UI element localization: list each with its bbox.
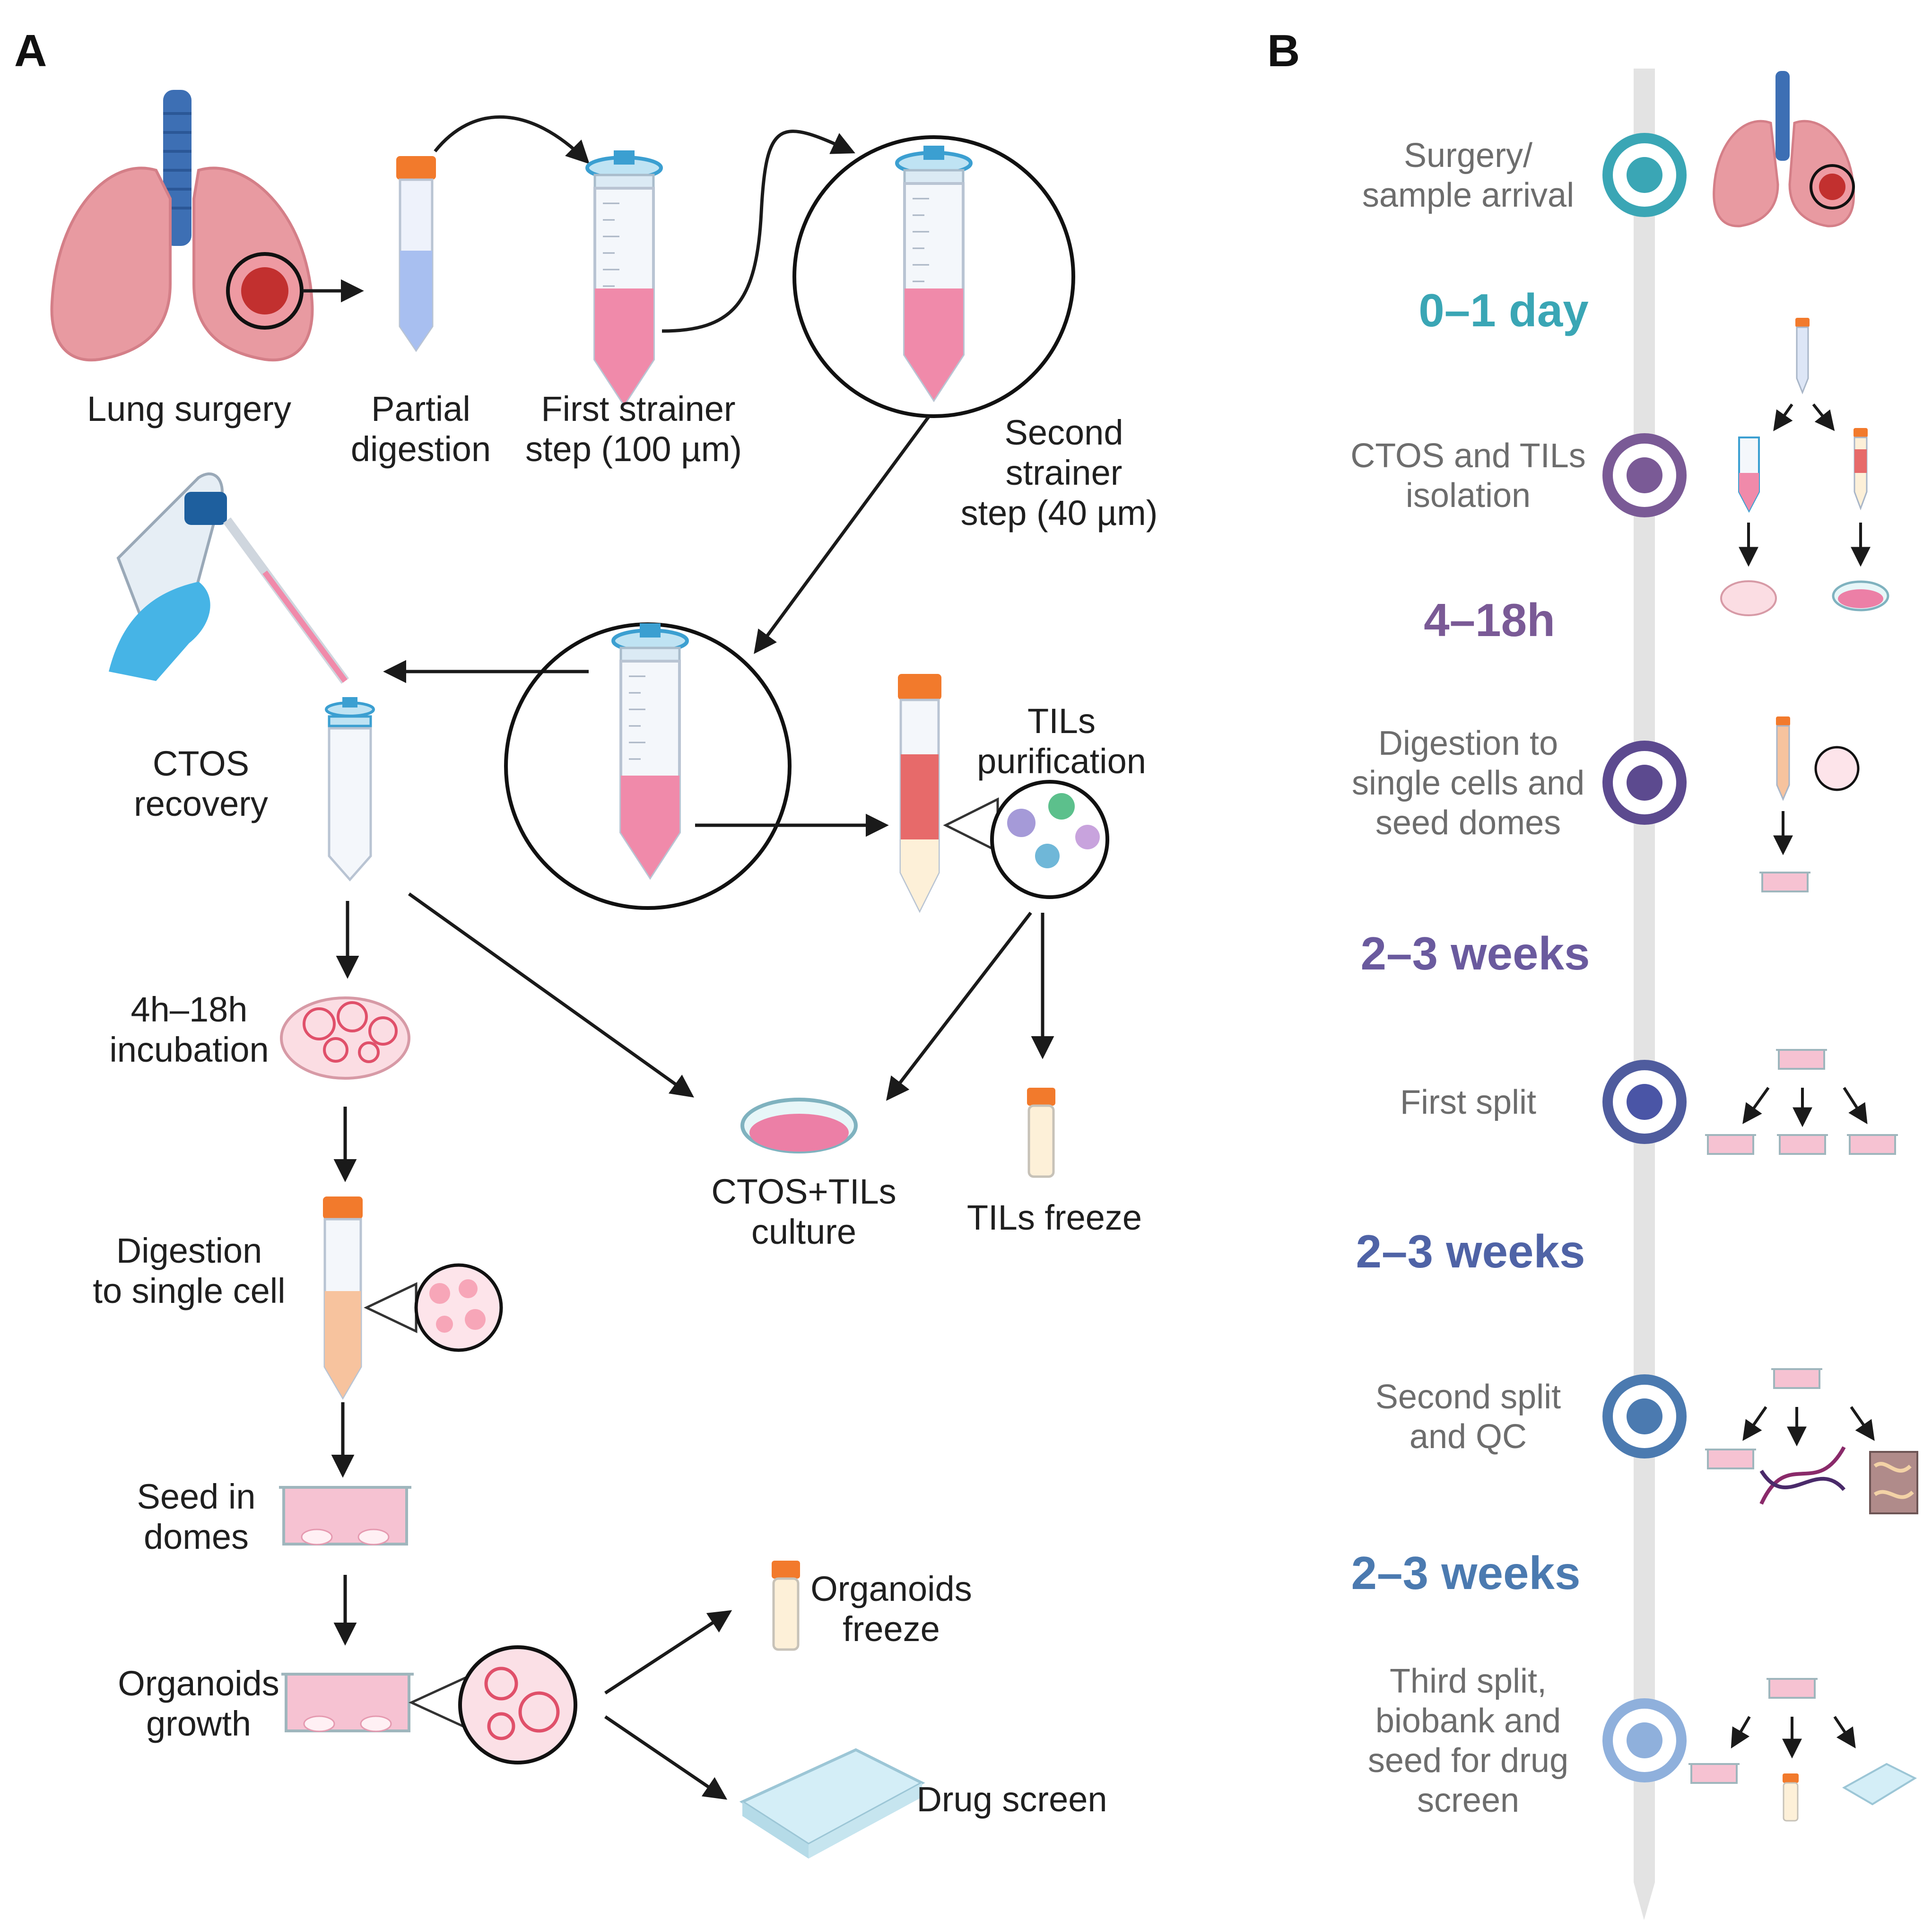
timeline-step-1-line-0: CTOS and TILs	[1350, 437, 1586, 475]
incubation-dish	[280, 996, 410, 1080]
tils-tube	[898, 674, 941, 913]
tils-freeze-label: TILs freeze	[967, 1198, 1142, 1237]
timeline-bar	[1634, 69, 1655, 1920]
second-strainer-line1: Second	[1005, 413, 1123, 452]
digestion-tube	[323, 1196, 363, 1400]
timeline-step-5-line-1: biobank and	[1375, 1702, 1561, 1740]
panel-a-label: A	[14, 26, 47, 76]
seed-domes-line2: domes	[144, 1517, 249, 1556]
ctos-tils-culture-dish	[740, 1098, 858, 1153]
b-lungs-icon	[1713, 71, 1855, 227]
timeline-duration-1: 4–18h	[1424, 594, 1555, 646]
ctos-recovery-line2: recovery	[134, 784, 268, 823]
organoids-freeze-vial	[772, 1561, 800, 1651]
drug-screen-label: Drug screen	[916, 1780, 1107, 1819]
second-strainer-line2: strainer	[1006, 453, 1123, 492]
partial-digestion-tube	[396, 156, 436, 352]
timeline-step-2-line-1: single cells and	[1352, 764, 1584, 802]
timeline-marker-dot-0	[1627, 157, 1662, 193]
timeline-durations: 0–1 day 4–18h 2–3 weeks 2–3 weeks 2–3 weeks	[1351, 284, 1590, 1599]
timeline-step-3-line-0: First split	[1400, 1083, 1536, 1121]
organoids-freeze-line1: Organoids	[810, 1569, 972, 1608]
timeline-duration-4: 2–3 weeks	[1351, 1547, 1581, 1599]
timeline-step-0-line-0: Surgery/	[1404, 137, 1532, 175]
dna-icon	[1759, 1446, 1846, 1505]
timeline-duration-3: 2–3 weeks	[1356, 1225, 1585, 1277]
b-third-split-icons	[1688, 1678, 1917, 1822]
timeline-step-5-line-0: Third split,	[1390, 1662, 1547, 1700]
seed-domes-plate	[279, 1487, 411, 1545]
incubation-line2: incubation	[109, 1030, 269, 1069]
incubation-line1: 4h–18h	[131, 990, 248, 1029]
tils-purification-line1: TILs	[1027, 701, 1096, 741]
timeline-step-5-line-3: screen	[1417, 1782, 1519, 1819]
digestion-line2: to single cell	[93, 1271, 285, 1310]
timeline-marker-dot-1	[1627, 457, 1662, 493]
second-strainer-circle	[792, 135, 1075, 418]
pipette-hand-icon	[109, 472, 349, 684]
organoids-growth-line1: Organoids	[118, 1664, 279, 1703]
flowthrough-tube	[613, 623, 687, 877]
b-second-split-icons	[1704, 1368, 1918, 1514]
histology-icon	[1869, 1451, 1918, 1514]
timeline-step-4-line-0: Second split	[1375, 1378, 1561, 1416]
first-strainer-line2: step (100 µm)	[525, 429, 742, 469]
tils-freeze-vial	[1027, 1088, 1055, 1178]
b-isolation-icons	[1720, 318, 1889, 616]
organoids-growth-line2: growth	[146, 1704, 251, 1743]
lung-surgery-label: Lung surgery	[87, 389, 291, 428]
timeline-marker-dot-3	[1627, 1084, 1662, 1120]
timeline-marker-dot-4	[1627, 1398, 1662, 1434]
timeline-step-2-line-2: seed domes	[1375, 804, 1561, 842]
digestion-line1: Digestion	[116, 1231, 262, 1270]
single-cells-zoom	[414, 1263, 503, 1352]
timeline-step-5-line-2: seed for drug	[1368, 1742, 1568, 1780]
zoom-wedge	[943, 797, 999, 854]
ctos-recovery-tube	[325, 697, 375, 882]
ctos-recovery-line1: CTOS	[153, 744, 249, 783]
partial-digestion-line2: digestion	[351, 429, 491, 469]
lungs-icon	[50, 90, 314, 362]
timeline-step-0-line-1: sample arrival	[1362, 176, 1574, 214]
seed-domes-line1: Seed in	[137, 1477, 256, 1516]
ctos-tils-culture-line1: CTOS+TILs	[711, 1172, 896, 1211]
timeline-step-1-line-1: isolation	[1406, 477, 1531, 515]
panel-b-label: B	[1267, 26, 1300, 76]
organoids-freeze-line2: freeze	[843, 1609, 940, 1649]
timeline-marker-dot-5	[1627, 1722, 1662, 1758]
first-strainer-tube	[587, 150, 661, 404]
timeline-duration-0: 0–1 day	[1419, 284, 1589, 336]
drug-screen-plate	[739, 1748, 925, 1859]
timeline-step-2-line-0: Digestion to	[1378, 725, 1558, 762]
b-digestion-icons	[1758, 716, 1860, 892]
timeline-duration-2: 2–3 weeks	[1361, 927, 1590, 979]
second-strainer-tube	[897, 146, 971, 400]
tils-purification-line2: purification	[977, 742, 1146, 781]
second-strainer-line3: step (40 µm)	[961, 493, 1158, 533]
organoids-growth-plate	[281, 1674, 414, 1731]
partial-digestion-line1: Partial	[371, 389, 470, 428]
timeline-step-4-line-1: and QC	[1410, 1418, 1527, 1456]
first-strainer-line1: First strainer	[541, 389, 735, 428]
b-first-split-icons	[1704, 1049, 1899, 1155]
timeline-marker-dot-2	[1627, 765, 1662, 801]
ctos-tils-culture-line2: culture	[751, 1212, 856, 1251]
